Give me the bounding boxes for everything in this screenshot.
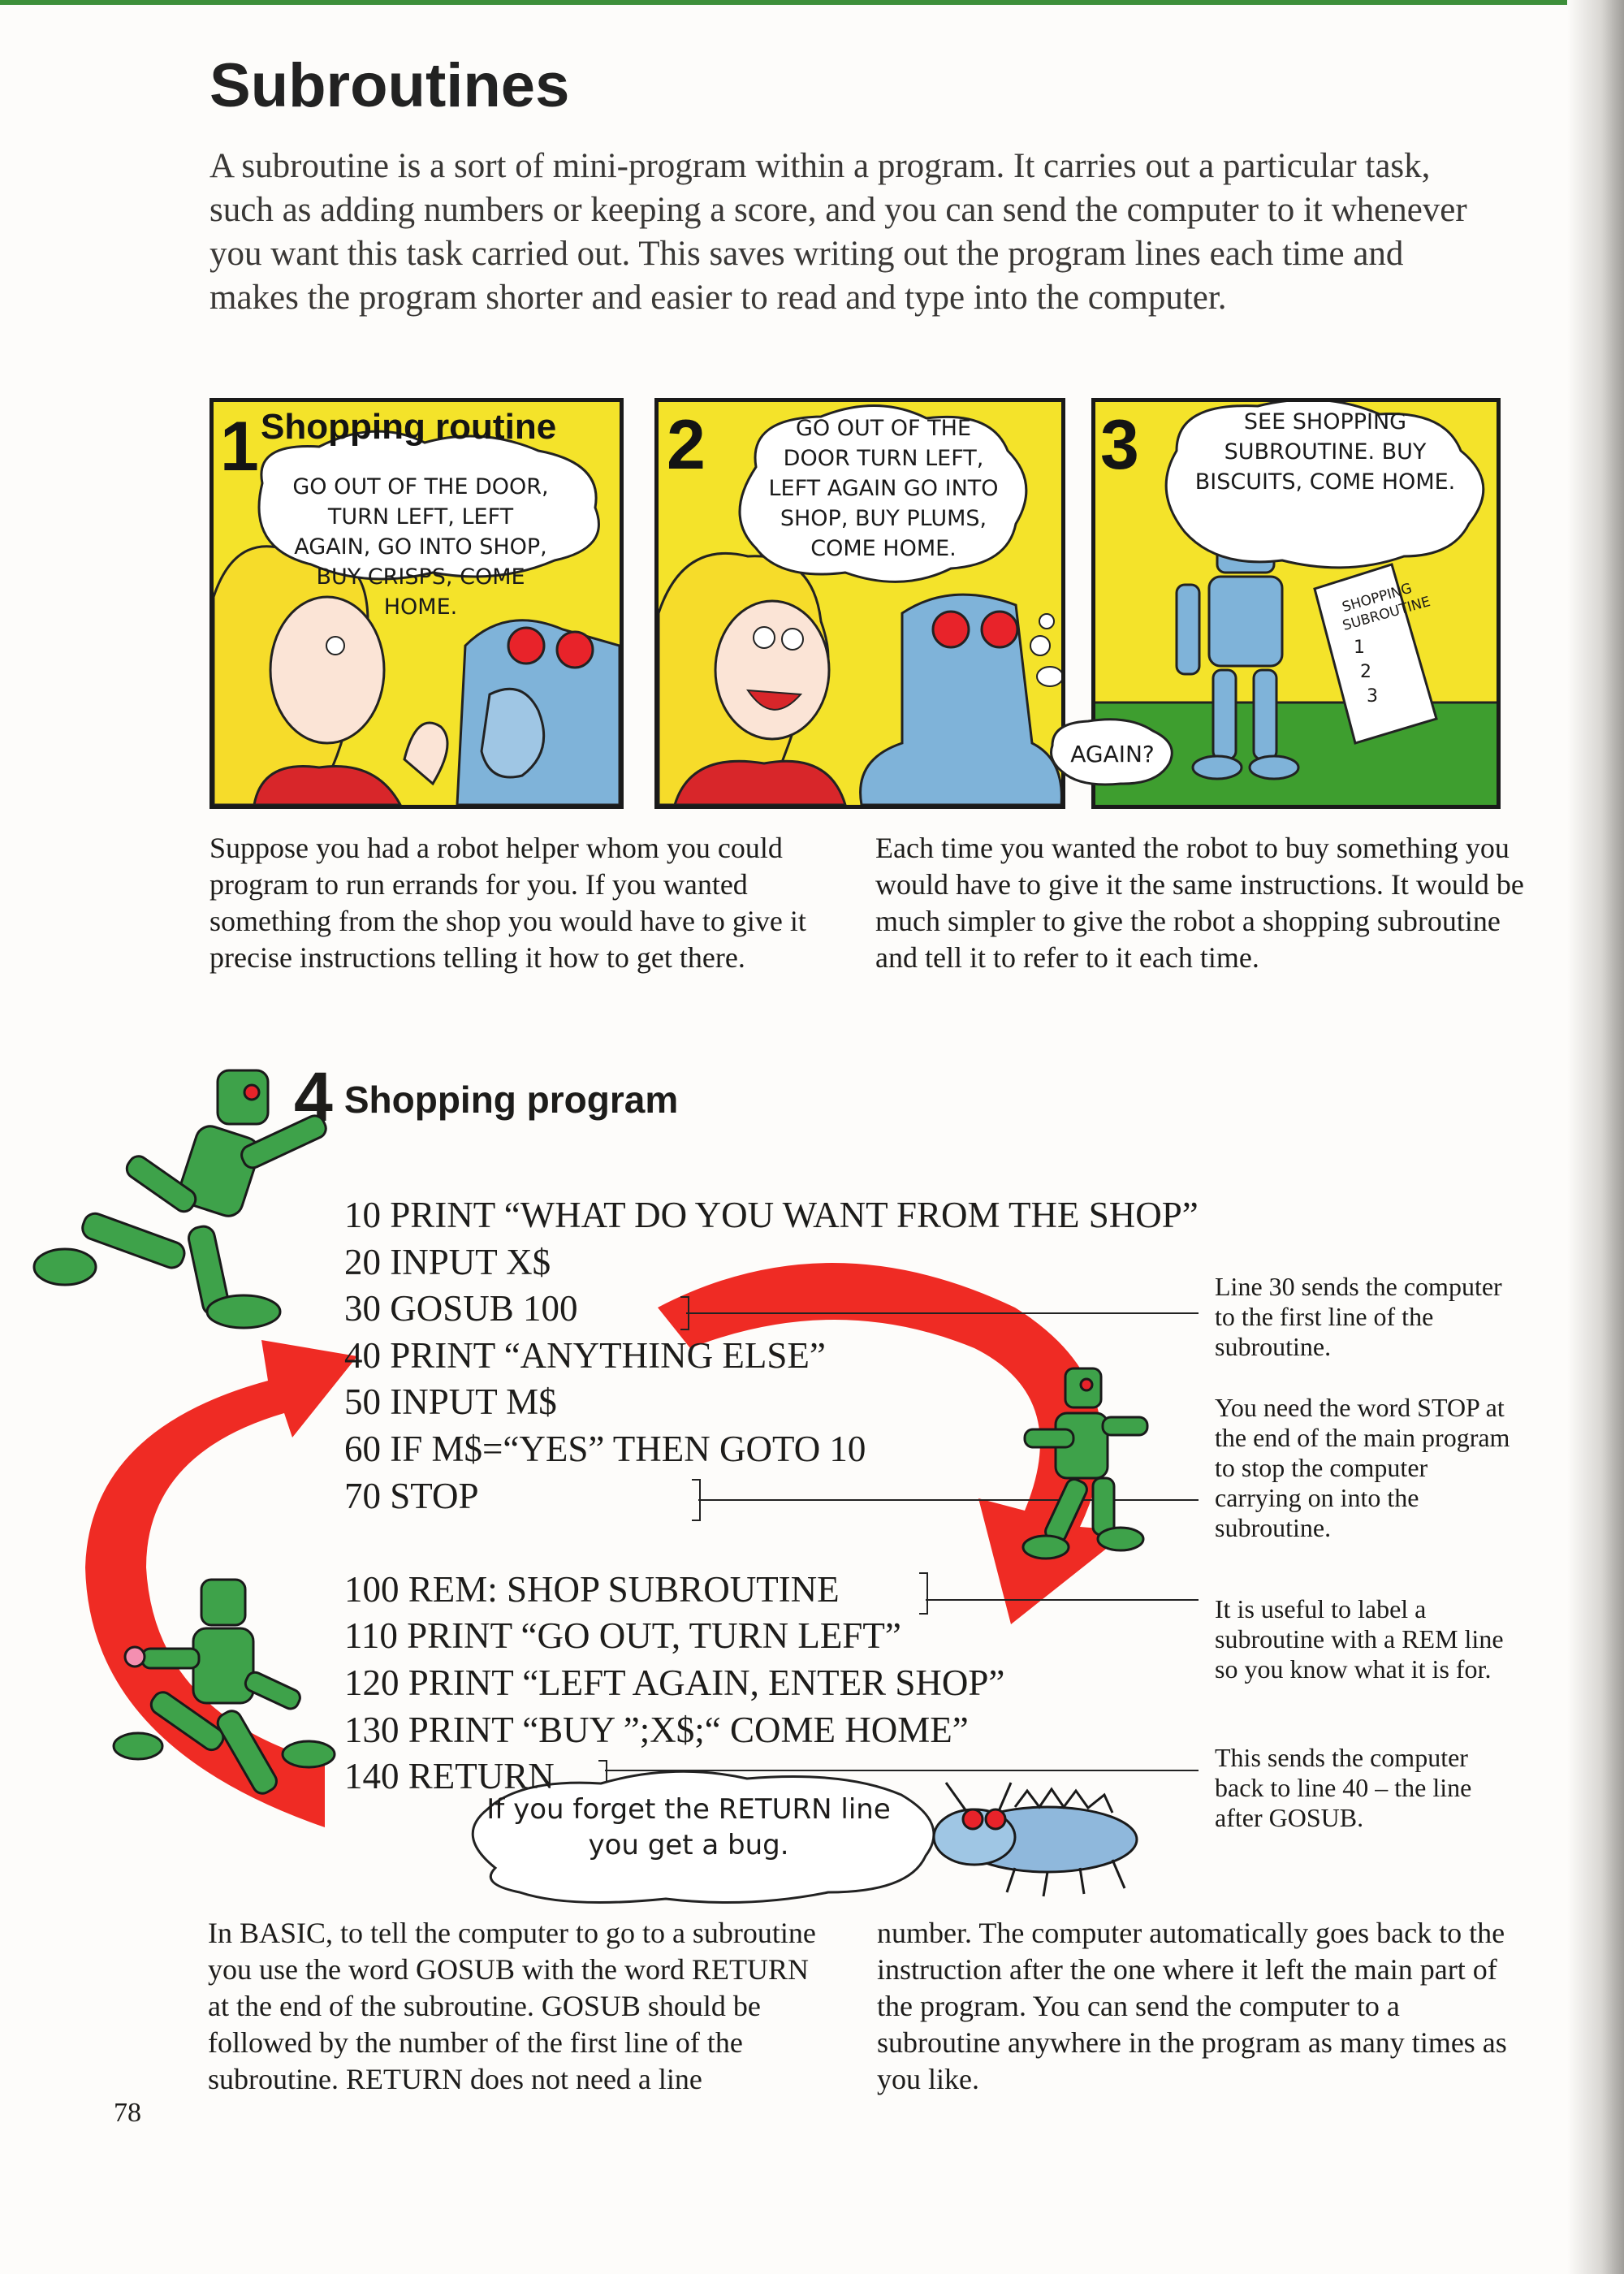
- code-line-40: 40 PRINT “ANYTHING ELSE”: [344, 1334, 826, 1376]
- sheet-item-3: 3: [1367, 686, 1378, 707]
- panel-2-speech-bubble: [738, 404, 1028, 583]
- robot-body: [1207, 575, 1284, 668]
- note-rem: It is useful to label a subroutine with …: [1215, 1594, 1504, 1684]
- again-thought-text: AGAIN?: [1070, 741, 1155, 767]
- code-gap: [344, 1520, 1199, 1567]
- girl-face: [269, 595, 386, 745]
- sheet-item-2: 2: [1360, 662, 1371, 682]
- running-robot-bottom: [112, 1578, 336, 1795]
- top-color-line: [0, 0, 1624, 5]
- code-line-30: 30 GOSUB 100: [344, 1288, 578, 1329]
- panel-1-title: Shopping routine: [261, 407, 557, 447]
- panel-3-speech: SEE SHOPPING SUBROUTINE. BUY BISCUITS, C…: [1194, 409, 1456, 495]
- code-line-70: 70 STOP: [344, 1475, 479, 1516]
- pointing-hand: [403, 721, 449, 786]
- code-line-10: 10 PRINT “WHAT DO YOU WANT FROM THE SHOP…: [344, 1195, 1199, 1235]
- bottom-text-right: number. The computer automatically goes …: [877, 1917, 1507, 2095]
- page-edge-shadow: [1567, 0, 1624, 2274]
- sheet-item-1: 1: [1354, 638, 1365, 658]
- girl-shirt: [253, 765, 402, 805]
- note-gosub: Line 30 sends the computer to the first …: [1215, 1272, 1502, 1361]
- panel-3-speech-bubble: [1164, 402, 1485, 569]
- caption-right: Each time you wanted the robot to buy so…: [875, 832, 1524, 974]
- bug-note-text: If you forget the RETURN line you get a …: [486, 1793, 891, 1861]
- page-title: Subroutines: [209, 51, 570, 120]
- code-line-140: 140 RETURN: [344, 1756, 555, 1797]
- bottom-text-left: In BASIC, to tell the computer to go to …: [208, 1917, 816, 2095]
- program-listing: 10 PRINT “WHAT DO YOU WANT FROM THE SHOP…: [344, 1192, 1199, 1801]
- panel-2-number: 2: [667, 406, 706, 484]
- code-line-60: 60 IF M$=“YES” THEN GOTO 10: [344, 1428, 866, 1469]
- robot-hand: [480, 687, 546, 779]
- comic-panel-2: 2 GO OUT OF THE DOOR TURN LEFT, LEFT AGA…: [654, 398, 1065, 809]
- section-4-number: 4: [294, 1058, 333, 1136]
- panel-2-illustration: [659, 404, 1061, 805]
- intro-paragraph: A subroutine is a sort of mini-program w…: [209, 147, 1467, 317]
- girl-face: [714, 599, 831, 741]
- code-line-110: 110 PRINT “GO OUT, TURN LEFT”: [344, 1615, 901, 1657]
- shopping-subroutine-sheet: [1313, 563, 1438, 745]
- comic-panel-3: 3 SEE SHOPPING SUBROUTINE. BUY BISCUITS,…: [1091, 398, 1501, 809]
- panel-1-number: 1: [220, 408, 259, 486]
- code-line-50: 50 INPUT M$: [344, 1381, 557, 1423]
- panel-3-illustration: [1095, 402, 1497, 805]
- note-stop: You need the word STOP at the end of the…: [1215, 1393, 1510, 1542]
- running-robot-top: [32, 1069, 327, 1329]
- red-arrow-return: [85, 1340, 357, 1827]
- comic-strip: 1 Shopping routine GO OUT OF THE DOOR, T…: [209, 398, 1501, 809]
- code-line-20: 20 INPUT X$: [344, 1241, 551, 1282]
- girl-shirt: [673, 759, 847, 805]
- code-line-100: 100 REM: SHOP SUBROUTINE: [344, 1568, 840, 1610]
- section-4-title: Shopping program: [343, 1079, 679, 1121]
- panel-3-number: 3: [1100, 406, 1139, 484]
- caption-left: Suppose you had a robot helper whom you …: [209, 832, 806, 974]
- code-line-120: 120 PRINT “LEFT AGAIN, ENTER SHOP”: [344, 1662, 1005, 1703]
- page-number: 78: [114, 2098, 141, 2128]
- panel-1-illustration: [214, 430, 620, 805]
- comic-panel-1: 1 Shopping routine GO OUT OF THE DOOR, T…: [209, 398, 624, 809]
- note-return: This sends the computer back to line 40 …: [1215, 1743, 1472, 1832]
- panel-1-speech-bubble: [257, 430, 600, 581]
- code-line-130: 130 PRINT “BUY ”;X$;“ COME HOME”: [344, 1709, 969, 1750]
- panel-1-speech: GO OUT OF THE DOOR, TURN LEFT, LEFT AGAI…: [292, 474, 549, 620]
- panel-2-speech: GO OUT OF THE DOOR TURN LEFT, LEFT AGAIN…: [768, 416, 999, 561]
